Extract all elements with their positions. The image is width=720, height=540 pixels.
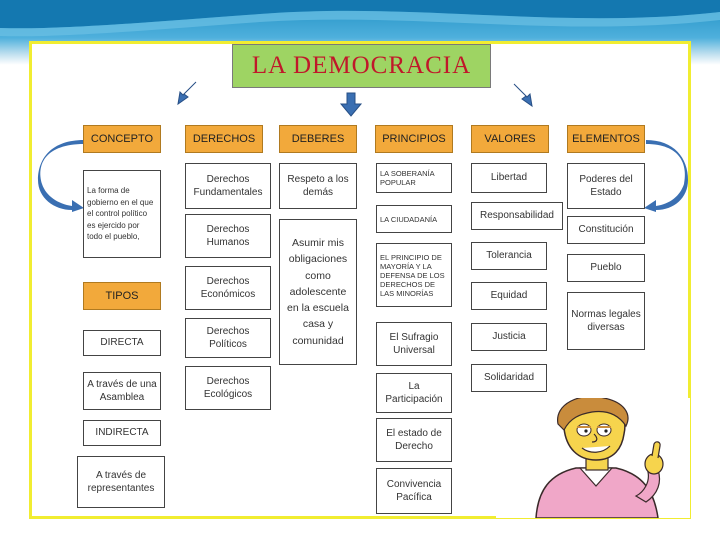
principio-item: LA CIUDADANÍA [376, 205, 452, 233]
cartoon-teacher-illustration [496, 398, 690, 518]
curved-arrow-right-icon [644, 140, 688, 212]
elemento-item: Normas legales diversas [567, 292, 645, 350]
concepto-definition: La forma de gobierno en el que el contro… [83, 170, 161, 258]
valor-item: Tolerancia [471, 242, 547, 270]
principio-item: La Participación [376, 373, 452, 413]
valor-item: Responsabilidad [471, 202, 563, 230]
curved-arrow-left-icon [38, 140, 84, 212]
derecho-item: Derechos Políticos [185, 318, 271, 358]
principio-item: El estado de Derecho [376, 418, 452, 462]
derecho-item: Derechos Ecológicos [185, 366, 271, 410]
valor-item: Libertad [471, 163, 547, 193]
header-wave-decoration [0, 0, 720, 37]
elemento-item: Constitución [567, 216, 645, 244]
page-title: LA DEMOCRACIA [232, 44, 491, 88]
header-valores: VALORES [471, 125, 549, 153]
header-tipos: TIPOS [83, 282, 161, 310]
principio-item: EL PRINCIPIO DE MAYORÍA Y LA DEFENSA DE … [376, 243, 452, 307]
arrow-right-icon [513, 83, 533, 108]
arrow-left-icon [177, 81, 197, 106]
derecho-item: Derechos Fundamentales [185, 163, 271, 209]
elemento-item: Pueblo [567, 254, 645, 282]
deber-item: Respeto a los demás [279, 163, 357, 209]
header-deberes: DEBERES [279, 125, 357, 153]
valor-item: Justicia [471, 323, 547, 351]
tipo-indirecta-desc: A través de representantes [77, 456, 165, 508]
principio-item: El Sufragio Universal [376, 322, 452, 366]
principio-item: Convivencia Pacífica [376, 468, 452, 514]
header-concepto: CONCEPTO [83, 125, 161, 153]
valor-item: Solidaridad [471, 364, 547, 392]
header-principios: PRINCIPIOS [375, 125, 453, 153]
valor-item: Equidad [471, 282, 547, 310]
derecho-item: Derechos Humanos [185, 214, 271, 258]
elemento-item: Poderes del Estado [567, 163, 645, 209]
principio-item: LA SOBERANÍA POPULAR [376, 163, 452, 193]
tipo-directa-desc: A través de una Asamblea [83, 372, 161, 410]
header-elementos: ELEMENTOS [567, 125, 645, 153]
deber-item: Asumir mis obligaciones como adolescente… [279, 219, 357, 365]
tipo-indirecta: INDIRECTA [83, 420, 161, 446]
arrow-down-icon [339, 92, 363, 117]
derecho-item: Derechos Económicos [185, 266, 271, 310]
header-derechos: DERECHOS [185, 125, 263, 153]
tipo-directa: DIRECTA [83, 330, 161, 356]
